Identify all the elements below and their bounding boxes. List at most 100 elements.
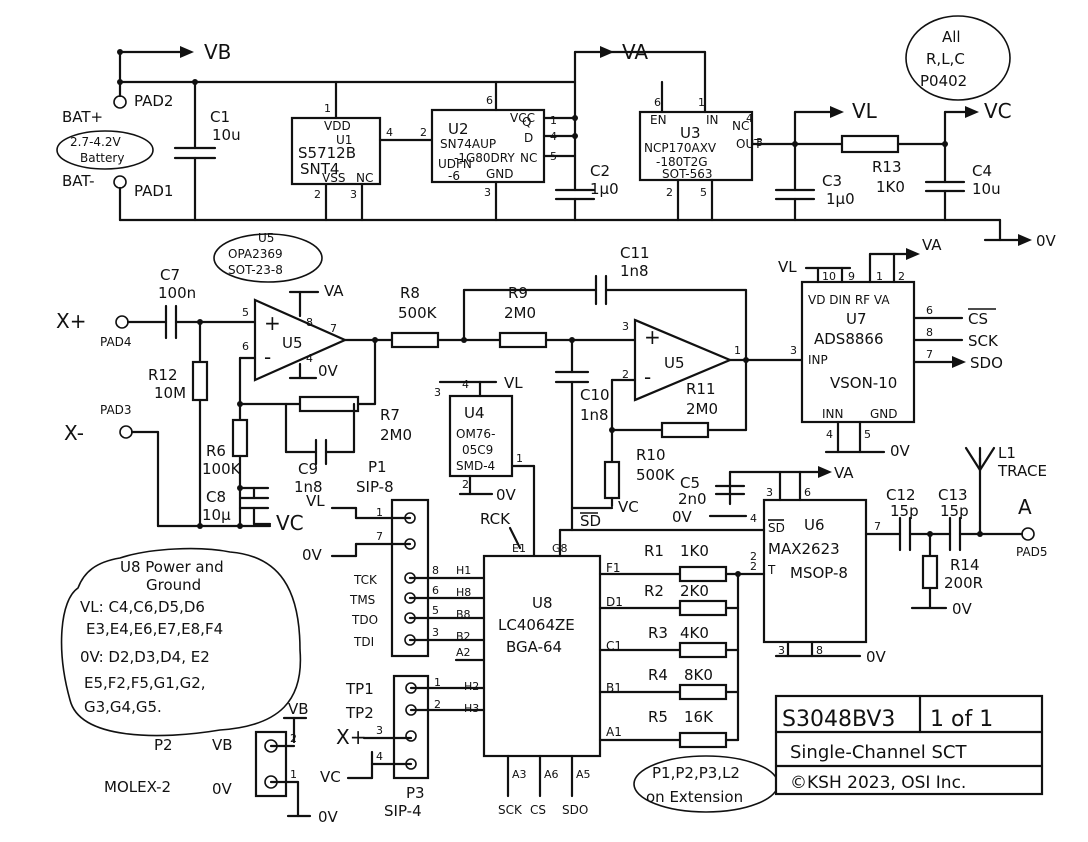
u6-pin3-bot: 3	[778, 644, 785, 657]
u8-power-l2: Ground	[146, 576, 201, 594]
c13-val: 15p	[940, 502, 969, 520]
pad3-label: PAD3	[100, 403, 132, 417]
c12-val: 15p	[890, 502, 919, 520]
u8-pkg: BGA-64	[506, 638, 562, 656]
u8-power-l1: U8 Power and	[120, 558, 224, 576]
r13-resistor	[840, 134, 900, 154]
top-power-section: VB PAD2 BAT+ 2.7-4.2V Battery BAT- PAD1 …	[56, 15, 1057, 250]
u7-pin2: 2	[898, 270, 905, 283]
p1-pkg: SIP-8	[356, 478, 394, 496]
u8-power-l5: 0V: D2,D3,D4, E2	[80, 648, 210, 666]
u3-pin4: 4	[746, 112, 753, 125]
pad1-label: PAD1	[134, 182, 173, 200]
u5b-pin1: 1	[734, 344, 741, 357]
u2-chip	[430, 108, 546, 184]
u7-part: ADS8866	[814, 330, 884, 348]
u6-part: MAX2623	[768, 540, 840, 558]
u2-q: Q	[522, 115, 531, 129]
u8-a2: A2	[456, 646, 471, 659]
note-p0402: P0402	[920, 72, 967, 90]
c13-ref: C13	[938, 486, 968, 504]
u8-a1: A1	[606, 725, 622, 739]
u4-vl: VL	[504, 374, 523, 392]
u3-pin1: 1	[698, 96, 705, 109]
connectors: P1 SIP-8 VL 1 0V 7 TCK TMS TDO TDI 8 6 5…	[60, 458, 486, 826]
c3-ref: C3	[822, 172, 842, 190]
u7-0v: 0V	[890, 442, 911, 460]
u5a-pin6: 6	[242, 340, 249, 353]
u8-h2: H2	[464, 680, 479, 693]
pad2-label: PAD2	[134, 92, 173, 110]
all-rlc-note-cloud	[905, 15, 1011, 101]
u6-sd: SD	[768, 521, 785, 535]
r9-ref: R9	[508, 284, 528, 302]
u6-pin3-top: 3	[766, 486, 773, 499]
p2-pin1: 1	[290, 768, 297, 781]
u8-power-l4: E3,E4,E6,E7,E8,F4	[86, 620, 223, 638]
u6-va: VA	[834, 464, 854, 482]
u8-f1: F1	[606, 561, 621, 575]
top-0v-label: 0V	[1036, 232, 1057, 250]
r13-ref: R13	[872, 158, 902, 176]
p2-0v-bottom: 0V	[318, 808, 339, 826]
battery-note-cloud	[56, 130, 154, 170]
r6-ref: R6	[206, 442, 226, 460]
u8-h1: H1	[456, 564, 471, 577]
u1-chip	[290, 116, 382, 186]
u2-vcc: VCC	[510, 111, 535, 125]
net-vl-top-label: VL	[852, 99, 878, 123]
u5a-ref: U5	[282, 334, 303, 352]
u2-pin6: 6	[486, 94, 493, 107]
r12-resistor	[191, 360, 209, 402]
p1-pin3: 3	[432, 626, 439, 639]
u3-pin2: 2	[666, 186, 673, 199]
p2-0v: 0V	[212, 780, 233, 798]
u7-pkg: VSON-10	[830, 374, 897, 392]
u1-part: S5712B	[298, 144, 356, 162]
u2-part: SN74AUP	[440, 137, 496, 151]
net-va-top-label: VA	[622, 40, 648, 64]
r9-resistor	[498, 331, 548, 349]
u8-ref: U8	[532, 594, 553, 612]
u2-nc: NC	[520, 151, 537, 165]
u7-gnd: GND	[870, 407, 898, 421]
u5-cloud-part: OPA2369	[228, 247, 283, 261]
bat-minus-label: BAT-	[62, 172, 95, 190]
r5-ref: R5	[648, 708, 668, 726]
u8-h8: H8	[456, 586, 471, 599]
u1-pin3: 3	[350, 188, 357, 201]
u5a-pin5: 5	[242, 306, 249, 319]
u1-pin4: 4	[386, 126, 393, 139]
r12-ref: R12	[148, 366, 178, 384]
ext-note-l1: P1,P2,P3,L2	[652, 764, 740, 782]
rf-output-section: C5 2n0 0V VA 3 6 SD U6 MAX2623 T MSOP-8 …	[672, 444, 1048, 666]
u8-e1: E1	[512, 542, 526, 555]
u3-ref: U3	[680, 124, 701, 142]
u7-pin5: 5	[864, 428, 871, 441]
c3-val: 1µ0	[826, 190, 855, 208]
u3-nc: NC	[732, 119, 749, 133]
adc-section: VD DIN RF VA U7 ADS8866 INP VSON-10 INN …	[778, 236, 1003, 460]
u2-pkg: UDFN	[438, 157, 472, 171]
r9-val: 2M0	[504, 304, 536, 322]
u4-0v: 0V	[496, 486, 517, 504]
cpld-section: U8 LC4064ZE BGA-64 RCK E1 G8 SD H1 H8 B8…	[456, 506, 779, 817]
r13-val: 1K0	[876, 178, 905, 196]
u8-power-l7: G3,G4,G5.	[84, 698, 162, 716]
u2-pin2: 2	[420, 126, 427, 139]
u6-pin2: 2	[750, 550, 757, 563]
r3-resistor	[678, 641, 728, 659]
c12-ref: C12	[886, 486, 916, 504]
sig-sck: SCK	[498, 803, 523, 817]
sheet-number: 1 of 1	[930, 707, 993, 732]
u2-d: D	[524, 131, 533, 145]
u8-d1: D1	[606, 595, 623, 609]
u8-a3: A3	[512, 768, 527, 781]
p2-connector	[254, 730, 288, 798]
u4-pin4: 4	[462, 378, 469, 391]
p3-ref: P3	[406, 784, 425, 802]
c7-val: 100n	[158, 284, 196, 302]
p3-tp1: TP1	[345, 680, 374, 698]
r11-val: 2M0	[686, 400, 718, 418]
